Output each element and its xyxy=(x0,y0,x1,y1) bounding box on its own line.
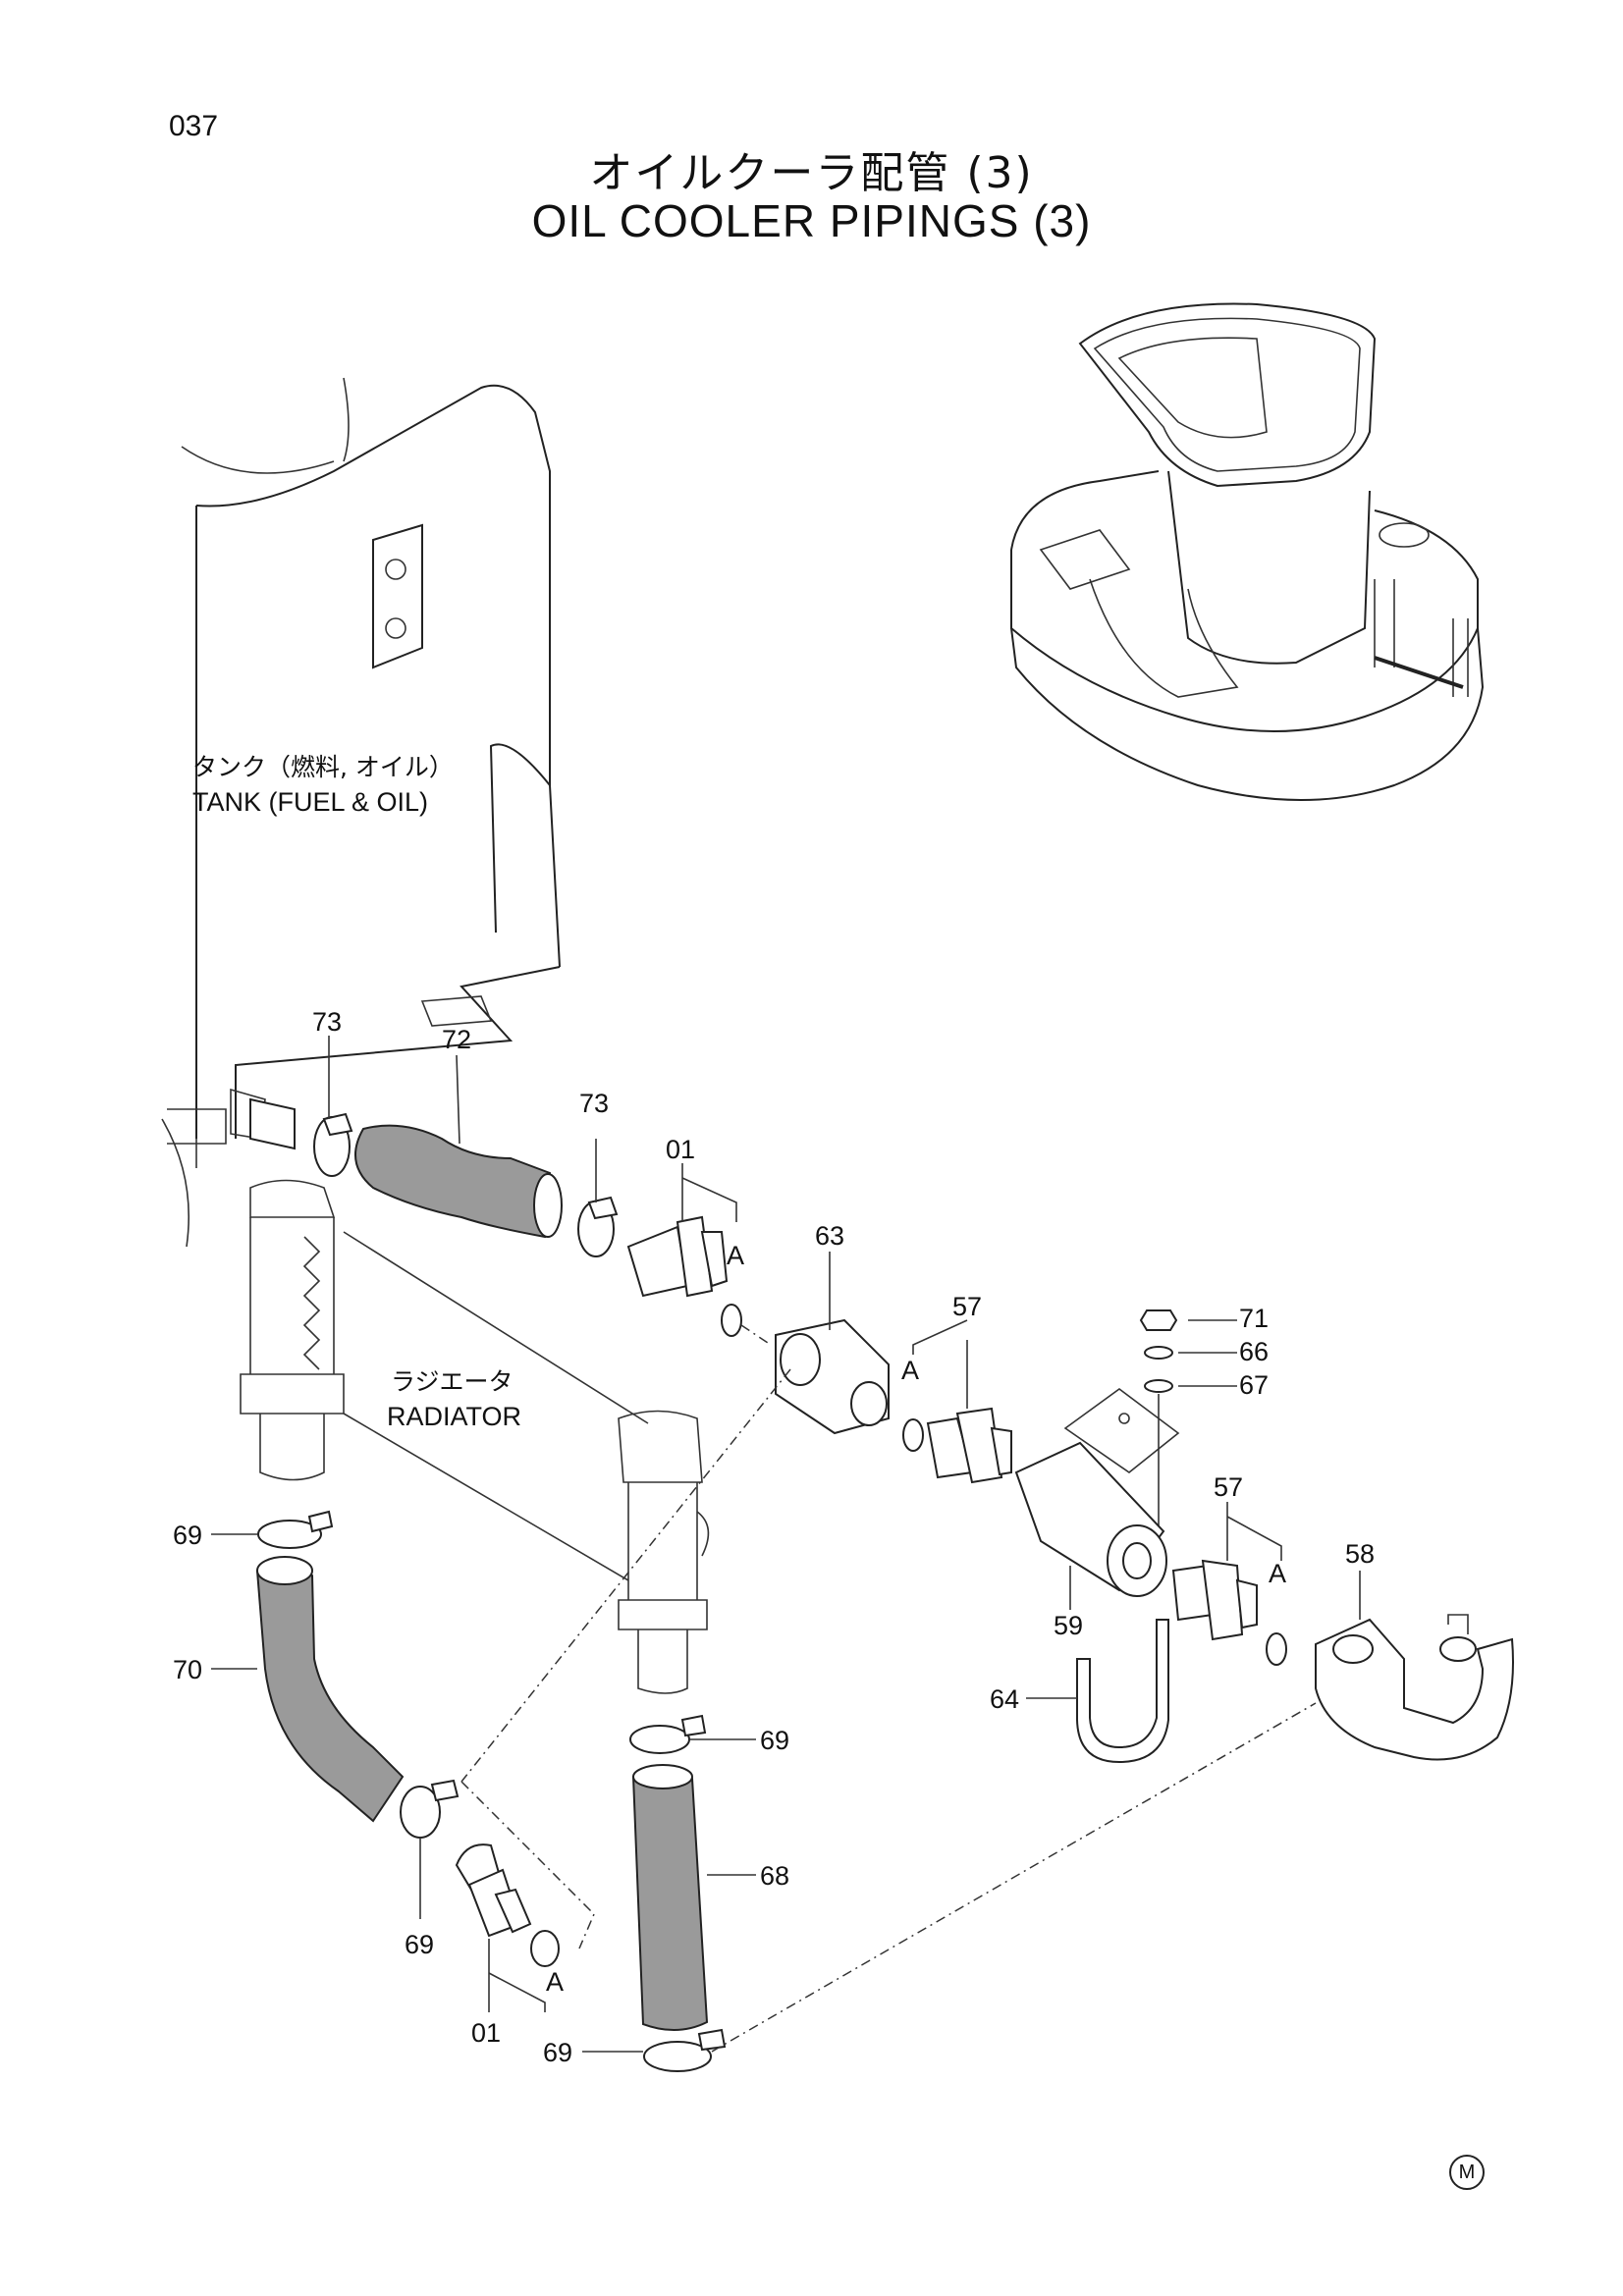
callout-69: 69 xyxy=(405,1930,434,1959)
nut-71 xyxy=(1139,1309,1178,1331)
callout-66: 66 xyxy=(1239,1337,1269,1366)
pipe-64 xyxy=(1076,1619,1169,1764)
callout-69: 69 xyxy=(543,2038,572,2067)
radiator-label: RADIATOR xyxy=(387,1402,521,1431)
callout-58: 58 xyxy=(1345,1539,1375,1569)
callout-63: 63 xyxy=(815,1221,844,1251)
hose-clamp-69-b xyxy=(629,1714,707,1754)
page-title-japanese: オイルクーラ配管 (3) xyxy=(589,148,1034,198)
callout-70: 70 xyxy=(173,1655,202,1684)
hose-clamp-69-a xyxy=(257,1510,334,1549)
hose-clamp-73-left xyxy=(313,1112,353,1177)
callout-a: A xyxy=(901,1356,919,1385)
adapter-01-upper xyxy=(626,1215,742,1337)
callout-71: 71 xyxy=(1239,1304,1269,1333)
callout-01: 01 xyxy=(666,1135,695,1164)
tank-label: TANK (FUEL & OIL) xyxy=(192,787,428,817)
callout-72: 72 xyxy=(442,1025,471,1054)
hose-72 xyxy=(354,1124,563,1239)
check-valve-59 xyxy=(1014,1441,1167,1597)
callout-59: 59 xyxy=(1054,1611,1083,1640)
radiator xyxy=(240,1179,710,1694)
callout-68: 68 xyxy=(760,1861,789,1891)
callout-69: 69 xyxy=(760,1726,789,1755)
callout-a: A xyxy=(546,1967,564,1997)
page-title: OIL COOLER PIPINGS (3) xyxy=(531,195,1092,246)
callout-64: 64 xyxy=(990,1684,1019,1714)
washer-67 xyxy=(1144,1379,1173,1393)
corner-mark: M xyxy=(1449,2155,1485,2190)
machine-overview xyxy=(1010,302,1485,801)
callout-67: 67 xyxy=(1239,1370,1269,1400)
page-number: 037 xyxy=(169,110,219,142)
adapter-01-lower xyxy=(455,1843,560,1967)
callout-a: A xyxy=(727,1241,744,1270)
radiator-label-jp: ラジエータ xyxy=(391,1367,514,1396)
hose-68 xyxy=(631,1764,709,2032)
hose-clamp-69-c xyxy=(400,1779,460,1839)
adapter-57-right xyxy=(1171,1559,1287,1666)
callout-numbers: 73 72 73 01 A 63 57 A 71 66 67 57 A 58 5… xyxy=(173,1007,1375,2067)
fuel-oil-tank xyxy=(161,377,561,1248)
elbow-58 xyxy=(1315,1614,1514,1761)
callout-57: 57 xyxy=(1214,1472,1243,1502)
tank-outlet xyxy=(249,1097,296,1150)
callout-leaders xyxy=(211,1036,1361,2053)
tank-label-jp: タンク（燃料, オイル） xyxy=(192,753,454,781)
tee-fitting-63 xyxy=(775,1318,890,1435)
hose-clamp-69-d xyxy=(643,2028,727,2072)
callout-a: A xyxy=(1269,1559,1286,1588)
hose-clamp-73-right xyxy=(577,1196,619,1257)
bracket xyxy=(1063,1388,1180,1473)
flow-lines xyxy=(460,1324,1317,2053)
callout-73: 73 xyxy=(579,1089,609,1118)
callout-69: 69 xyxy=(173,1521,202,1550)
callout-73: 73 xyxy=(312,1007,342,1037)
callout-01: 01 xyxy=(471,2018,501,2048)
callout-57: 57 xyxy=(952,1292,982,1321)
washer-66 xyxy=(1144,1346,1173,1360)
adapter-57-left xyxy=(902,1407,1012,1484)
hose-70 xyxy=(255,1556,405,1823)
